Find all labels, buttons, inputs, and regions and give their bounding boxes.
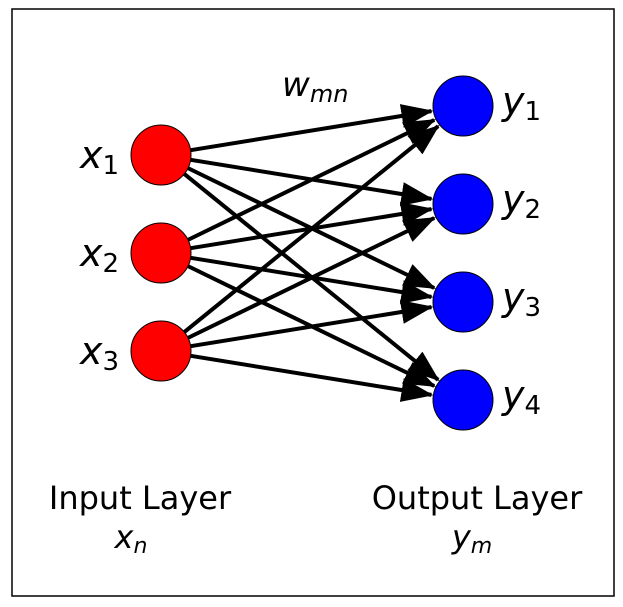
output-node-2 (432, 173, 494, 235)
edge-x2-y1 (187, 118, 437, 242)
output-label-2: y2 (501, 177, 541, 225)
edge-x1-y1 (190, 104, 434, 153)
input-layer-caption: Input Layer (49, 479, 232, 517)
output-node-4 (432, 369, 494, 431)
input-nodes (130, 124, 192, 382)
edge-x3-y4 (190, 353, 434, 402)
output-layer-caption: Output Layer (372, 479, 583, 517)
input-node-2 (130, 222, 192, 284)
output-layer-variable: ym (451, 518, 492, 559)
input-label-2: x2 (79, 231, 119, 279)
input-label-3: x3 (79, 329, 119, 377)
output-label-4: y4 (501, 373, 541, 421)
input-layer-variable: xn (114, 518, 148, 559)
output-node-3 (432, 271, 494, 333)
input-label-1: x1 (79, 133, 119, 181)
output-node-1 (432, 75, 494, 137)
edge-x3-y1 (183, 124, 440, 334)
output-label-1: y1 (501, 79, 541, 127)
output-label-3: y3 (501, 275, 541, 323)
input-node-3 (130, 320, 192, 382)
input-node-1 (130, 124, 192, 186)
weight-label: wmn (282, 65, 348, 108)
edge-x3-y2 (187, 216, 437, 340)
output-nodes (432, 75, 494, 431)
connections (183, 104, 440, 402)
edge-x3-y3 (190, 300, 434, 349)
diagram-frame (11, 8, 615, 597)
